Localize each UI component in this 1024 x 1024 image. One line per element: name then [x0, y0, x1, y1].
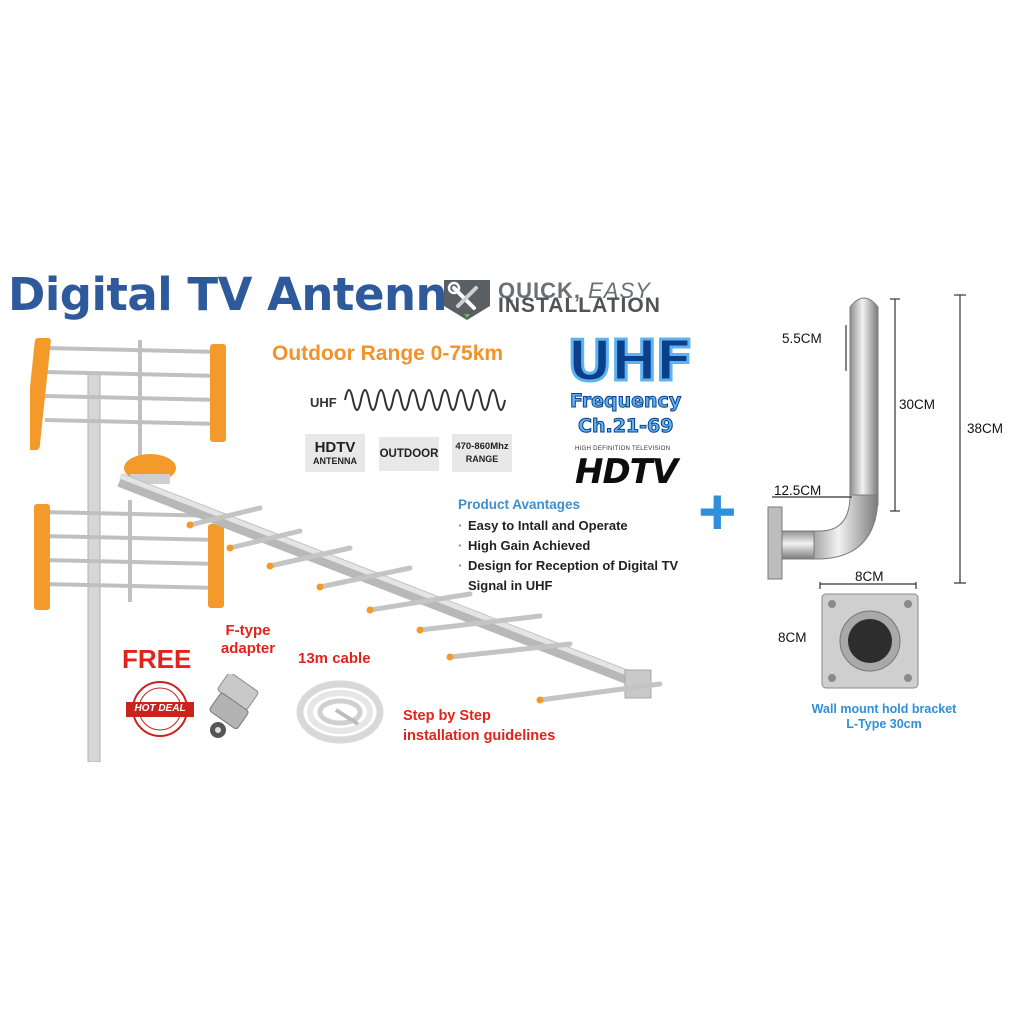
channel-range-text: Ch.21-69: [577, 415, 674, 438]
f-type-adapter-icon: [209, 674, 259, 738]
installation-text: INSTALLATION: [498, 294, 661, 317]
uhf-wave-icon: [344, 389, 506, 411]
guidelines-label: Step by Step installation guidelines: [403, 708, 556, 744]
plus-sign: +: [698, 474, 737, 548]
adapter-label: F-type adapter: [220, 622, 276, 657]
outdoor-range-title: Outdoor Range 0-75km: [272, 342, 504, 365]
dim-arm: 12.5CM: [774, 483, 822, 498]
hot-deal-text: HOT DEAL: [134, 703, 186, 714]
page-title: Digital TV Antenna: [8, 268, 477, 321]
l-bracket-illustration: [767, 294, 966, 584]
mounting-plate-illustration: [819, 582, 919, 689]
quick-easy-text: QUICK, EASY: [498, 278, 651, 303]
coax-cable-icon: [296, 680, 384, 744]
cable-label: 13m cable: [298, 650, 371, 667]
bracket-caption: Wall mount hold bracket L-Type 30cm: [811, 702, 957, 731]
dim-top: 5.5CM: [782, 331, 822, 346]
wrench-screwdriver-badge-icon: [444, 280, 490, 320]
uhf-badge-title: UHF: [566, 329, 696, 394]
dim-plate-width: 8CM: [855, 569, 884, 584]
advantages-list: Easy to Intall and Operate High Gain Ach…: [458, 516, 718, 596]
dim-height: 30CM: [899, 397, 936, 412]
hdtv-logo: HDTV: [575, 452, 678, 492]
antenna-illustration: [30, 338, 663, 762]
list-item: Design for Reception of Digital TV Signa…: [458, 556, 718, 596]
product-advantages-title: Product Avantages: [458, 497, 581, 512]
hdtv-caption: HIGH DEFINITION TELEVISION: [575, 446, 671, 452]
frequency-range-tag: 470-860Mhz RANGE: [452, 434, 512, 472]
wave-label: UHF: [310, 395, 337, 410]
hdtv-antenna-tag: HDTV ANTENNA: [305, 434, 365, 472]
hot-deal-badge-icon: [126, 681, 194, 737]
dim-plate-height: 8CM: [778, 630, 807, 645]
outdoor-tag: OUTDOOR: [379, 437, 439, 471]
list-item: Easy to Intall and Operate: [458, 516, 718, 536]
free-label: FREE: [122, 644, 192, 674]
list-item: High Gain Achieved: [458, 536, 718, 556]
dim-total: 38CM: [967, 421, 1004, 436]
frequency-text: Frequency: [569, 390, 682, 413]
